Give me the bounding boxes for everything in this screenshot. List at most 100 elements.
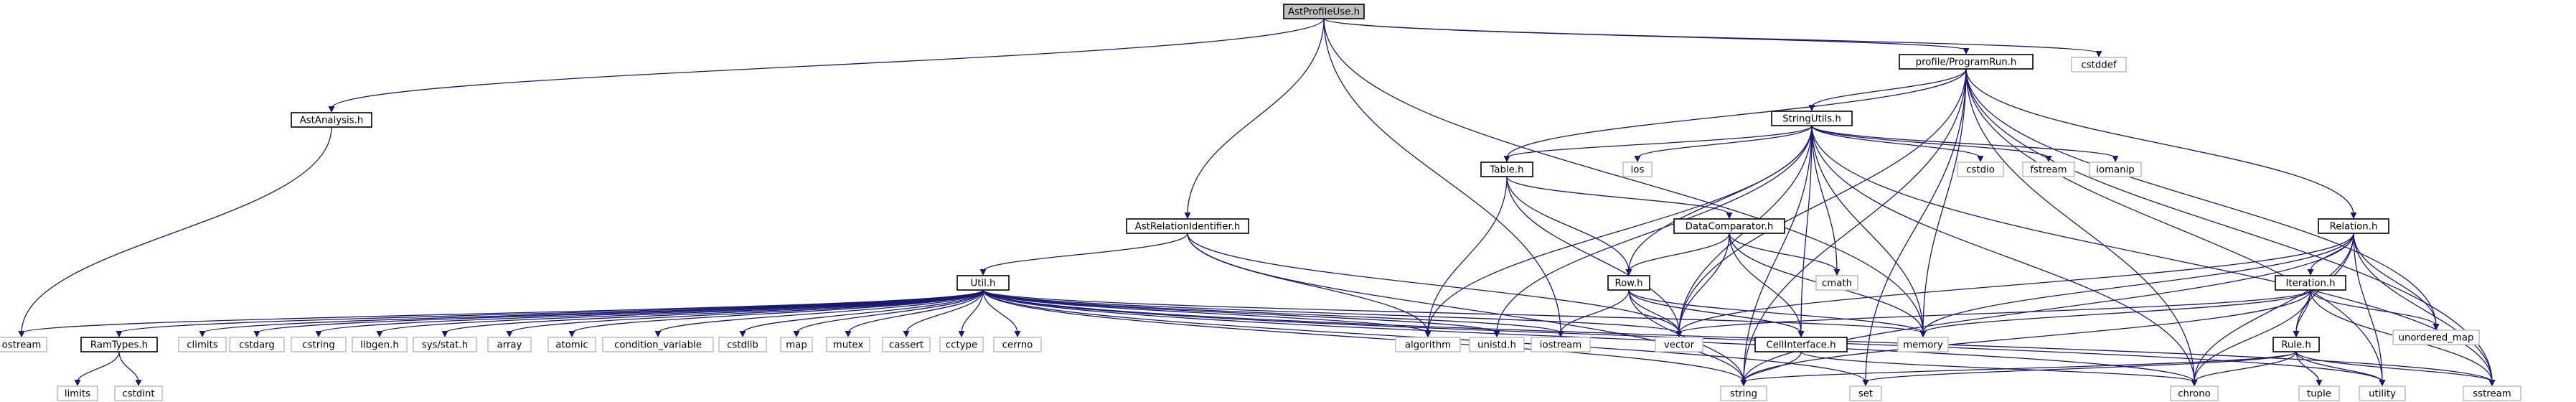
node-relation[interactable]: Relation.h xyxy=(2318,218,2389,234)
edge-programrun-to-unordered_map xyxy=(1965,68,2440,330)
arrowhead xyxy=(1808,105,1815,111)
node-box xyxy=(1395,337,1461,352)
edge-programrun-to-stringutils xyxy=(1808,68,1967,111)
node-box xyxy=(2272,337,2320,352)
edge-util-to-ostream xyxy=(18,289,984,337)
node-label: cstdarg xyxy=(239,340,275,351)
nodes-layer: AstProfileUse.hAstAnalysis.hAstRelationI… xyxy=(0,4,2521,401)
node-box xyxy=(1126,218,1249,234)
node-box xyxy=(2170,385,2219,401)
edge-util-to-vector xyxy=(982,289,1683,337)
arrowhead xyxy=(568,331,575,337)
node-label: utility xyxy=(2369,389,2396,400)
node-box xyxy=(2089,162,2142,177)
node-box xyxy=(547,337,596,352)
node-astanalysis[interactable]: AstAnalysis.h xyxy=(291,112,372,128)
edge-stringutils-to-ios xyxy=(1634,125,1813,162)
node-box xyxy=(114,385,163,401)
node-label: Util.h xyxy=(971,279,996,289)
node-label: Rule.h xyxy=(2281,340,2311,351)
node-cstring: cstring xyxy=(291,337,347,352)
node-label: mutex xyxy=(833,340,864,351)
node-limits: limits xyxy=(57,385,98,401)
node-box xyxy=(80,337,158,352)
node-box xyxy=(1480,162,1533,177)
arrowhead xyxy=(903,331,910,337)
node-box xyxy=(826,337,870,352)
arrowhead xyxy=(506,331,513,337)
edge-util-to-unistd xyxy=(982,289,1500,337)
arrowhead xyxy=(1919,331,1927,337)
node-rule[interactable]: Rule.h xyxy=(2272,337,2320,352)
node-programrun[interactable]: profile/ProgramRun.h xyxy=(1899,54,2034,70)
node-memory: memory xyxy=(1897,337,1949,352)
edge-util-to-cstdarg xyxy=(253,289,984,337)
node-cstddef: cstddef xyxy=(2071,57,2127,73)
arrowhead xyxy=(135,380,142,386)
node-iteration[interactable]: Iteration.h xyxy=(2275,275,2346,291)
arrowhead xyxy=(1625,269,1632,276)
node-box xyxy=(1720,385,1767,401)
node-ostream: ostream xyxy=(0,337,47,352)
edge-cellinterface-to-string xyxy=(1740,351,1802,386)
arrowhead xyxy=(1014,331,1021,337)
node-stringutils[interactable]: StringUtils.h xyxy=(1771,111,1853,126)
node-root[interactable]: AstProfileUse.h xyxy=(1283,4,1365,19)
node-astrelid[interactable]: AstRelationIdentifier.h xyxy=(1126,218,1249,234)
node-cellinterface[interactable]: CellInterface.h xyxy=(1754,337,1848,352)
node-algorithm: algorithm xyxy=(1395,337,1461,352)
node-box xyxy=(291,112,372,128)
arrowhead xyxy=(1675,331,1683,337)
node-box xyxy=(1899,54,2034,70)
edge-util-to-libgen xyxy=(376,289,984,337)
node-label: fstream xyxy=(2030,165,2067,176)
node-label: RamTypes.h xyxy=(90,340,148,351)
node-table[interactable]: Table.h xyxy=(1480,162,1533,177)
node-label: Relation.h xyxy=(2330,222,2378,233)
node-sysstat: sys/stat.h xyxy=(413,337,477,352)
edge-util-to-cstdlib xyxy=(739,289,984,337)
node-label: cstdint xyxy=(122,389,154,400)
arrowhead xyxy=(739,331,746,337)
arrowhead xyxy=(441,331,448,337)
node-box xyxy=(352,337,408,352)
node-box xyxy=(2359,385,2406,401)
node-row[interactable]: Row.h xyxy=(1607,275,1650,291)
arrowhead xyxy=(793,331,800,337)
arrowhead xyxy=(2350,212,2357,219)
node-label: unordered_map xyxy=(2399,333,2474,344)
node-box xyxy=(1673,218,1785,234)
node-label: AstRelationIdentifier.h xyxy=(1135,222,1241,233)
node-util[interactable]: Util.h xyxy=(956,275,1010,291)
node-unordered_map: unordered_map xyxy=(2392,329,2480,345)
node-box xyxy=(229,337,285,352)
node-box xyxy=(1754,337,1848,352)
edge-util-to-string xyxy=(982,289,1747,386)
node-label: AstProfileUse.h xyxy=(1288,7,1360,18)
node-label: set xyxy=(1858,389,1873,400)
edge-stringutils-to-iomanip xyxy=(1811,125,2119,162)
edge-stringutils-to-table xyxy=(1503,125,1813,162)
node-label: string xyxy=(1730,389,1757,400)
node-box xyxy=(1815,275,1858,291)
edge-rule-to-set xyxy=(1862,351,2297,386)
node-ramtypes[interactable]: RamTypes.h xyxy=(80,337,158,352)
node-box xyxy=(1531,337,1591,352)
node-box xyxy=(939,337,984,352)
node-box xyxy=(1849,385,1882,401)
arrowhead xyxy=(2488,380,2496,386)
arrowhead xyxy=(315,331,322,337)
node-label: cctype xyxy=(946,340,977,351)
node-label: Table.h xyxy=(1489,165,1523,176)
arrowhead xyxy=(1962,48,1970,55)
arrowhead xyxy=(1726,212,1733,219)
node-label: DataComparator.h xyxy=(1686,222,1774,233)
node-label: tuple xyxy=(2307,389,2331,400)
node-sstream: sstream xyxy=(2463,385,2521,401)
arrowhead xyxy=(116,331,123,337)
node-box xyxy=(718,337,767,352)
arrowhead xyxy=(1833,269,1841,276)
node-datacomp[interactable]: DataComparator.h xyxy=(1673,218,1785,234)
edge-root-to-astanalysis xyxy=(328,18,1325,113)
edge-util-to-memory xyxy=(982,289,1927,337)
